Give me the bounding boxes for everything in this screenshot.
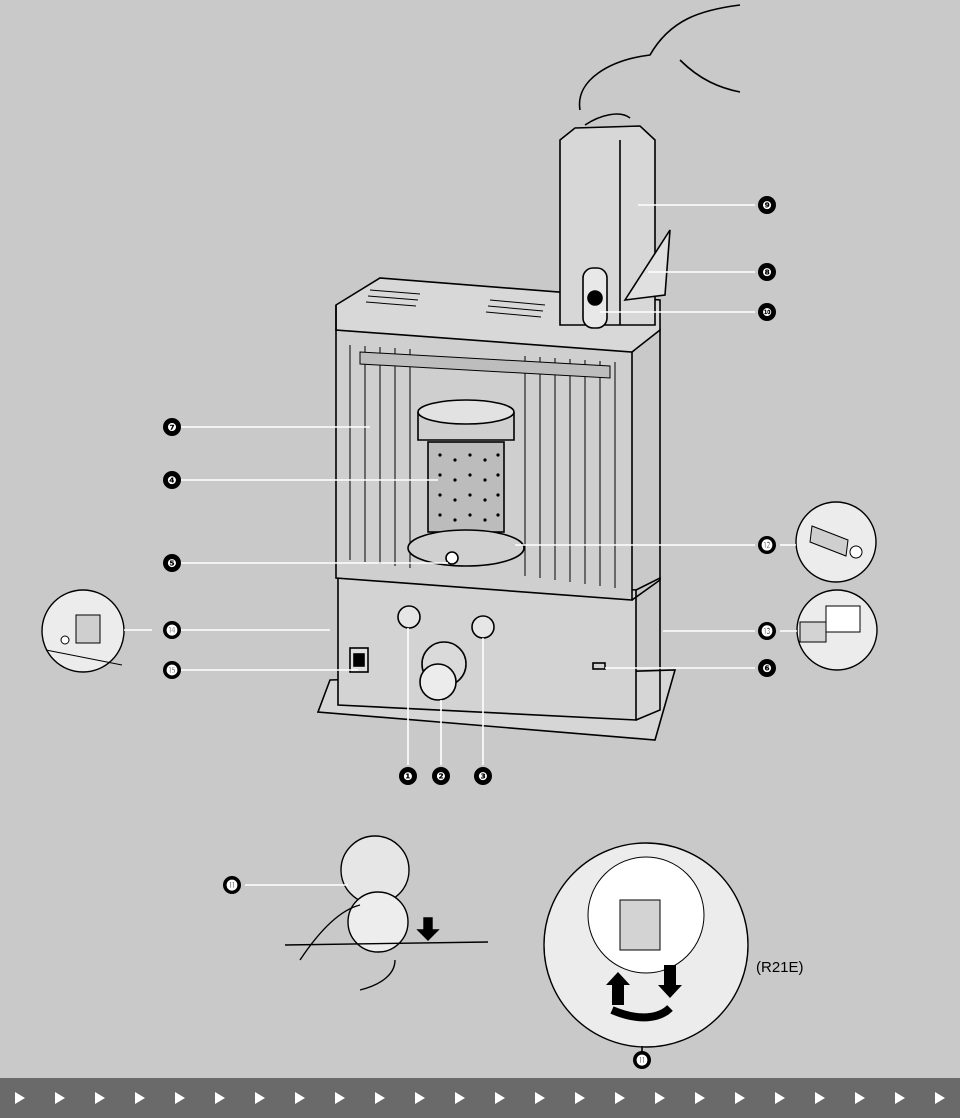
callout-3: ❸ xyxy=(474,767,492,785)
callout-11-left: ⓫ xyxy=(223,876,241,894)
inset-switch xyxy=(41,589,125,673)
callout-13: ⓭ xyxy=(758,622,776,640)
play-arrow-icon xyxy=(455,1092,465,1104)
inset-wick-holder xyxy=(795,501,877,583)
callout-14: ⓮ xyxy=(163,621,181,639)
play-arrow-icon xyxy=(895,1092,905,1104)
play-arrow-icon xyxy=(495,1092,505,1104)
callout-11-right: ⓫ xyxy=(633,1051,651,1069)
svg-text:❷: ❷ xyxy=(436,770,445,783)
leader-lines xyxy=(124,204,797,1060)
svg-text:⓭: ⓭ xyxy=(762,624,773,638)
play-arrow-icon xyxy=(695,1092,705,1104)
callout-7: ❼ xyxy=(163,418,181,436)
play-arrow-icon xyxy=(95,1092,105,1104)
play-arrow-icon xyxy=(815,1092,825,1104)
svg-text:❹: ❹ xyxy=(167,474,176,487)
svg-text:❾: ❾ xyxy=(762,199,771,212)
play-arrow-icon xyxy=(735,1092,745,1104)
play-arrow-icon xyxy=(615,1092,625,1104)
play-arrow-icon xyxy=(175,1092,185,1104)
play-arrow-icon xyxy=(255,1092,265,1104)
play-arrow-icon xyxy=(535,1092,545,1104)
svg-text:❽: ❽ xyxy=(762,266,771,279)
play-arrow-icon xyxy=(575,1092,585,1104)
svg-text:⓬: ⓬ xyxy=(762,538,773,552)
play-arrow-icon xyxy=(55,1092,65,1104)
play-arrow-icon xyxy=(335,1092,345,1104)
play-arrow-icon xyxy=(935,1092,945,1104)
fuel-tank-illustration xyxy=(559,4,741,329)
play-arrow-icon xyxy=(655,1092,665,1104)
callout-9: ❾ xyxy=(758,196,776,214)
knob-removal-hand xyxy=(284,835,489,991)
svg-text:❻: ❻ xyxy=(762,662,771,675)
callout-12: ⓬ xyxy=(758,536,776,554)
svg-text:⓮: ⓮ xyxy=(167,623,178,637)
model-label: (R21E) xyxy=(756,959,804,976)
svg-text:⓫: ⓫ xyxy=(637,1053,648,1067)
callout-2: ❷ xyxy=(432,767,450,785)
play-arrow-icon xyxy=(215,1092,225,1104)
callout-15: ⓯ xyxy=(163,661,181,679)
heater-illustration xyxy=(316,277,677,741)
play-arrow-icon xyxy=(415,1092,425,1104)
footer-arrow-strip xyxy=(0,1078,960,1118)
svg-text:❶: ❶ xyxy=(403,770,412,783)
play-arrow-icon xyxy=(855,1092,865,1104)
svg-text:⓯: ⓯ xyxy=(167,663,178,677)
heater-diagram: ❼ ❹ ❺ ⓮ ⓯ ❶ ❷ ❸ ❾ ❽ ❿ ⓬ ⓭ ❻ ⓫ ⓫ (R21E) xyxy=(41,4,878,1069)
inset-knob-removal xyxy=(543,842,749,1048)
callout-10: ❿ xyxy=(758,303,776,321)
svg-text:⓫: ⓫ xyxy=(227,878,238,892)
play-arrow-icon xyxy=(375,1092,385,1104)
play-arrow-icon xyxy=(135,1092,145,1104)
callout-8: ❽ xyxy=(758,263,776,281)
play-arrow-icon xyxy=(295,1092,305,1104)
svg-text:❺: ❺ xyxy=(167,557,176,570)
svg-text:❿: ❿ xyxy=(762,306,771,319)
inset-battery-box xyxy=(796,589,878,671)
callout-5: ❺ xyxy=(163,554,181,572)
callout-1: ❶ xyxy=(399,767,417,785)
play-arrow-icon xyxy=(15,1092,25,1104)
play-arrow-icon xyxy=(775,1092,785,1104)
callout-6: ❻ xyxy=(758,659,776,677)
callout-4: ❹ xyxy=(163,471,181,489)
svg-text:❼: ❼ xyxy=(167,421,176,434)
svg-text:❸: ❸ xyxy=(478,770,487,783)
